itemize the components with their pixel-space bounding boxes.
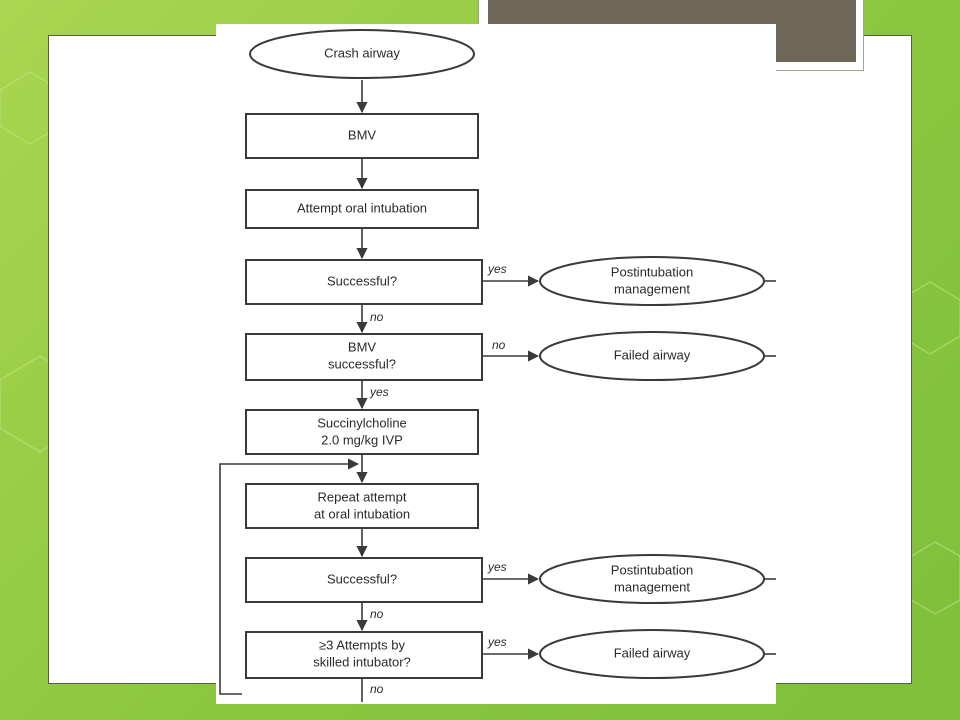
edge-label-no: no xyxy=(370,682,384,696)
flowchart-node-succinylcholine: Succinylcholine 2.0 mg/kg IVP xyxy=(245,409,479,455)
node-label-line: Successful? xyxy=(327,273,397,288)
node-label-line: skilled intubator? xyxy=(313,654,411,669)
flowchart-node-crash-airway: Crash airway xyxy=(249,29,475,79)
decision-box xyxy=(245,557,483,603)
crash-airway-flowchart: Crash airway BMV Attempt oral intubation… xyxy=(216,24,776,704)
flowchart-edge-labels: yes no no yes yes no yes no xyxy=(369,262,507,696)
edge-label-no: no xyxy=(492,338,506,352)
flowchart-svg: Crash airway BMV Attempt oral intubation… xyxy=(219,29,776,702)
flowchart-node-attempt-oral: Attempt oral intubation xyxy=(245,189,479,229)
process-box xyxy=(245,409,479,455)
terminal-ellipse xyxy=(539,331,765,381)
node-label-line: BMV xyxy=(348,127,377,142)
node-label-line: Postintubation xyxy=(611,562,693,577)
terminal-ellipse xyxy=(539,256,765,306)
flowchart-node-successful-1: Successful? xyxy=(245,259,483,305)
flowchart-node-bmv: BMV xyxy=(245,113,479,159)
node-label-line: at oral intubation xyxy=(314,506,410,521)
decision-box xyxy=(245,259,483,305)
node-label-line: Successful? xyxy=(327,571,397,586)
node-label-line: Postintubation xyxy=(611,264,693,279)
terminal-ellipse xyxy=(539,554,765,604)
flowchart-node-postintubation-1: Postintubation management xyxy=(539,256,765,306)
connector-loop-back xyxy=(219,458,360,695)
node-label-line: Attempt oral intubation xyxy=(297,200,427,215)
flowchart-node-bmv-successful: BMV successful? xyxy=(245,333,483,381)
process-box xyxy=(245,189,479,229)
process-box xyxy=(245,113,479,159)
edge-label-yes: yes xyxy=(487,262,507,276)
edge-label-no: no xyxy=(370,310,384,324)
edge-label-yes: yes xyxy=(369,385,389,399)
terminal-ellipse xyxy=(249,29,475,79)
node-label-line: 2.0 mg/kg IVP xyxy=(321,432,403,447)
terminal-ellipse xyxy=(539,629,765,679)
flowchart-node-failed-airway-1: Failed airway xyxy=(539,331,765,381)
edge-label-yes: yes xyxy=(487,635,507,649)
process-box xyxy=(245,483,479,529)
decision-box xyxy=(245,631,483,679)
edge-label-yes: yes xyxy=(487,560,507,574)
flowchart-node-successful-2: Successful? xyxy=(245,557,483,603)
flowchart-node-repeat-attempt: Repeat attempt at oral intubation xyxy=(245,483,479,529)
flowchart-node-attempts-3: ≥3 Attempts by skilled intubator? xyxy=(245,631,483,679)
node-label-line: Succinylcholine xyxy=(317,415,407,430)
node-label-line: Failed airway xyxy=(614,347,691,362)
flowchart-connectors xyxy=(219,80,776,702)
node-label-line: successful? xyxy=(328,356,396,371)
node-label-line: management xyxy=(614,579,690,594)
decision-box xyxy=(245,333,483,381)
node-label-line: Failed airway xyxy=(614,645,691,660)
flowchart-node-failed-airway-2: Failed airway xyxy=(539,629,765,679)
node-label-line: management xyxy=(614,281,690,296)
node-label-line: ≥3 Attempts by xyxy=(319,637,405,652)
node-label-line: Repeat attempt xyxy=(318,489,407,504)
node-label-line: BMV xyxy=(348,339,377,354)
flowchart-node-postintubation-2: Postintubation management xyxy=(539,554,765,604)
edge-label-no: no xyxy=(370,607,384,621)
node-label-line: Crash airway xyxy=(324,45,400,60)
